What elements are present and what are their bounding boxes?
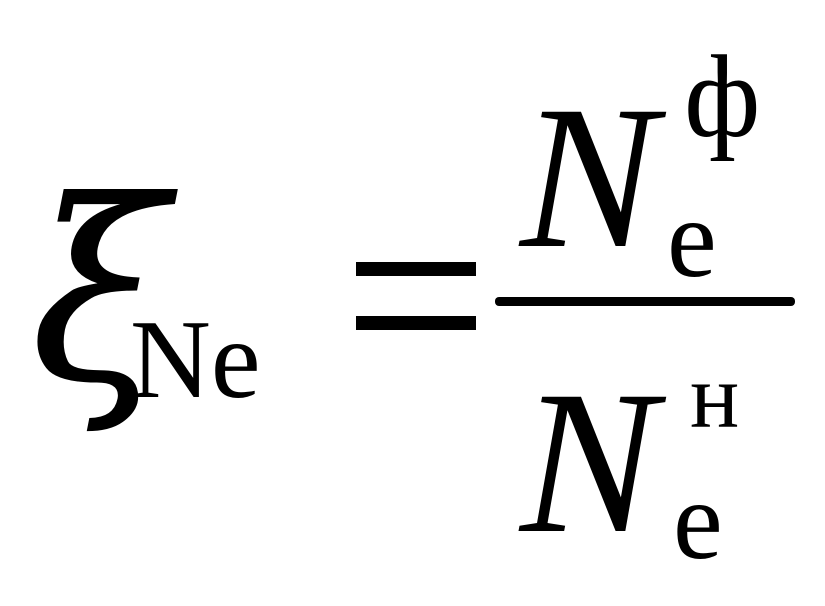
numerator-superscript: ф — [684, 31, 761, 162]
numerator-subscript: e — [667, 177, 717, 301]
numerator-symbol: N — [520, 64, 657, 291]
denominator-superscript: н — [690, 345, 740, 447]
lhs-subscript: Ne — [130, 298, 261, 422]
fraction-bar — [495, 297, 795, 306]
equals-sign-bottom-bar — [356, 316, 476, 330]
equals-sign-top-bar — [356, 262, 476, 276]
denominator-symbol: N — [520, 349, 657, 576]
denominator-subscript: e — [673, 459, 723, 583]
lhs-symbol: ξ — [30, 147, 168, 438]
